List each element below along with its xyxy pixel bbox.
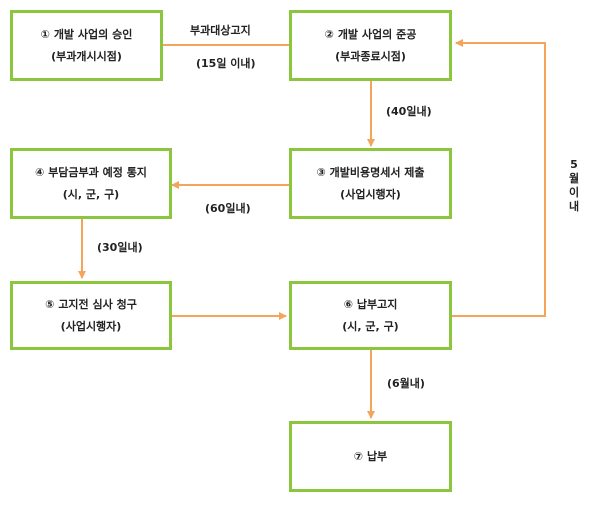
step-5-box: ⑤ 고지전 심사 청구 (사업시행자) — [10, 281, 172, 350]
step-6-box: ⑥ 납부고지 (시, 군, 구) — [289, 281, 452, 350]
step-6-subtitle: (시, 군, 구) — [342, 319, 399, 333]
step-6-title: ⑥ 납부고지 — [343, 297, 398, 311]
step-7-box: ⑦ 납부 — [289, 421, 452, 492]
step-1-box: ① 개발 사업의 승인 (부과개시시점) — [10, 10, 163, 81]
step-4-title: ④ 부담금부과 예정 통지 — [35, 165, 147, 179]
edge-3-4-label: (60일내) — [205, 202, 251, 215]
step-5-title: ⑤ 고지전 심사 청구 — [45, 297, 137, 311]
step-3-title: ③ 개발비용명세서 제출 — [316, 165, 425, 179]
step-3-box: ③ 개발비용명세서 제출 (사업시행자) — [289, 148, 452, 219]
edge-2-3-label: (40일내) — [386, 105, 432, 118]
step-4-box: ④ 부담금부과 예정 통지 (시, 군, 구) — [10, 148, 172, 219]
step-4-subtitle: (시, 군, 구) — [62, 187, 120, 201]
step-1-title: ① 개발 사업의 승인 — [40, 27, 133, 41]
step-3-subtitle: (사업시행자) — [340, 187, 401, 201]
edge-6-2-loop-arrow — [451, 39, 546, 317]
edge-1-2-label-top: 부과대상고지 — [190, 24, 251, 37]
step-2-subtitle: (부과종료시점) — [335, 49, 406, 63]
edge-6-2-vertical-label: 5월 이내 — [568, 158, 580, 213]
step-7-title: ⑦ 납부 — [353, 449, 388, 463]
edge-6-7-label: (6월내) — [387, 377, 425, 390]
step-1-subtitle: (부과개시시점) — [51, 49, 122, 63]
step-2-box: ② 개발 사업의 준공 (부과종료시점) — [289, 10, 452, 81]
step-5-subtitle: (사업시행자) — [60, 319, 122, 333]
edge-4-5-label: (30일내) — [97, 241, 143, 254]
step-2-title: ② 개발 사업의 준공 — [324, 27, 417, 41]
edge-1-2-label-bottom: (15일 이내) — [196, 57, 256, 70]
